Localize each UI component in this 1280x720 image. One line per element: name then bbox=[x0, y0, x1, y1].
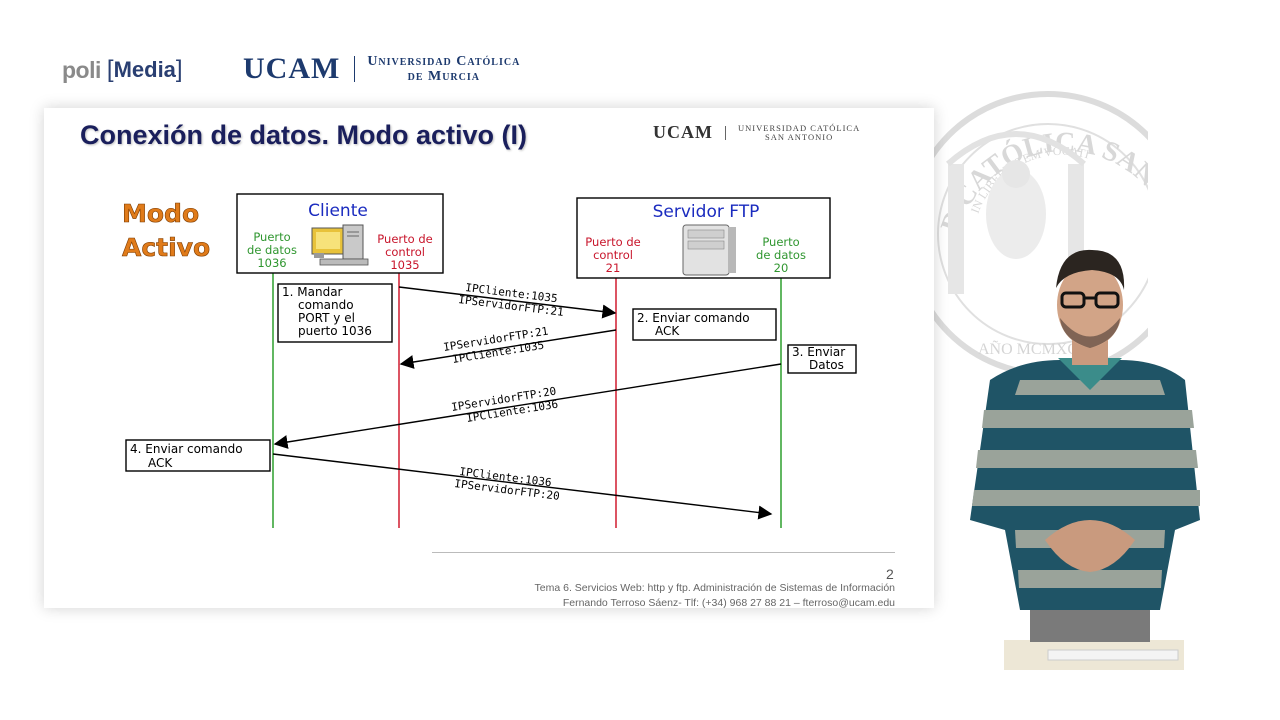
step-4-line-2: ACK bbox=[148, 456, 173, 470]
footer-divider bbox=[432, 552, 895, 553]
step-1-line-2: comando bbox=[298, 298, 354, 312]
step-2-line-2: ACK bbox=[655, 324, 680, 338]
step-1-box bbox=[277, 283, 393, 343]
beard bbox=[1060, 318, 1120, 348]
slide-university-line-1: UNIVERSIDAD CATÓLICA bbox=[738, 122, 861, 133]
arrow-step-1 bbox=[398, 286, 617, 319]
step-1-line-4: puerto 1036 bbox=[298, 324, 372, 338]
server-data-port-l1: Puerto bbox=[762, 235, 799, 249]
slide-university-name: UNIVERSIDAD CATÓLICA SAN ANTONIO bbox=[738, 122, 861, 142]
media-text: Media bbox=[113, 57, 176, 82]
seal-text-bottom: AÑO MCMXC bbox=[978, 340, 1078, 358]
client-ctrl-port-l3: 1035 bbox=[390, 258, 419, 272]
university-line-1: Universidad Católica bbox=[367, 54, 521, 69]
poli-text: poli bbox=[62, 56, 101, 83]
server-icon bbox=[682, 224, 736, 276]
footer-course: Tema 6. Servicios Web: http y ftp. Admin… bbox=[534, 582, 895, 594]
step-1-line-1: 1. Mandar bbox=[282, 285, 343, 299]
server-data-port-l2: de datos bbox=[756, 248, 806, 262]
slide: Conexión de datos. Modo activo (I) UCAM … bbox=[44, 108, 934, 609]
step-3-line-1: 3. Enviar bbox=[792, 345, 845, 359]
head bbox=[1057, 263, 1123, 347]
university-seal: D CATÓLICA SAN ANTONI IN LIBERTATEM VOCA… bbox=[928, 64, 1148, 377]
ftp-active-mode-diagram: Modo Activo Cliente Puerto de datos 1036… bbox=[122, 193, 857, 528]
slide-ucam-wordmark: UCAM bbox=[653, 122, 713, 142]
mode-label-line-2: Activo bbox=[122, 233, 210, 262]
glasses-icon bbox=[1060, 291, 1120, 309]
slide-ucam-logo: UCAM UNIVERSIDAD CATÓLICA SAN ANTONIO bbox=[653, 122, 860, 143]
arrow-step-3 bbox=[273, 363, 782, 449]
logo-separator bbox=[354, 56, 356, 82]
polimedia-logo: poli [ Media ] bbox=[62, 50, 183, 90]
presenter-figure bbox=[970, 249, 1200, 670]
ucam-header-logo: UCAM Universidad Católica de Murcia bbox=[243, 52, 520, 86]
client-ctrl-port-l2: control bbox=[385, 245, 425, 259]
mode-label-line-1: Modo bbox=[122, 199, 199, 228]
hands bbox=[1045, 520, 1135, 572]
client-ctrl-port-l1: Puerto de bbox=[377, 232, 432, 246]
arrow-step-4 bbox=[272, 453, 773, 520]
step-2-box bbox=[632, 308, 777, 341]
client-data-port-l2: de datos bbox=[247, 243, 297, 257]
university-name: Universidad Católica de Murcia bbox=[367, 54, 520, 84]
step-2-line-1: 2. Enviar comando bbox=[637, 311, 750, 325]
server-ctrl-port-l1: Puerto de bbox=[585, 235, 640, 249]
server-ctrl-port-l2: control bbox=[593, 248, 633, 262]
server-data-port-l3: 20 bbox=[774, 261, 789, 275]
computer-icon bbox=[311, 224, 369, 266]
hair bbox=[1056, 249, 1125, 290]
bracket-left: [ bbox=[106, 56, 114, 83]
step-1-line-3: PORT y el bbox=[298, 311, 355, 325]
shirt-collar bbox=[1058, 358, 1122, 390]
step-3-box bbox=[787, 344, 857, 374]
arrow-step-2 bbox=[399, 329, 617, 369]
step-3-line-2: Datos bbox=[809, 358, 844, 372]
step-4-line-1: 4. Enviar comando bbox=[130, 442, 243, 456]
client-title: Cliente bbox=[308, 201, 368, 221]
ucam-wordmark: UCAM bbox=[243, 52, 341, 85]
slide-university-line-2: SAN ANTONIO bbox=[765, 131, 834, 142]
keyboard bbox=[1047, 649, 1179, 661]
page-number: 2 bbox=[886, 566, 894, 582]
client-data-port-l3: 1036 bbox=[257, 256, 286, 270]
footer-author: Fernando Terroso Sáenz- Tlf: (+34) 968 2… bbox=[562, 597, 895, 609]
step-4-box bbox=[125, 439, 271, 472]
slide-logo-separator bbox=[725, 125, 726, 140]
client-data-port-l1: Puerto bbox=[253, 230, 290, 244]
server-title: Servidor FTP bbox=[653, 202, 760, 222]
bracket-right: ] bbox=[175, 56, 183, 83]
server-ctrl-port-l3: 21 bbox=[606, 261, 621, 275]
slide-title: Conexión de datos. Modo activo (I) bbox=[80, 120, 528, 150]
university-line-2: de Murcia bbox=[407, 69, 480, 84]
